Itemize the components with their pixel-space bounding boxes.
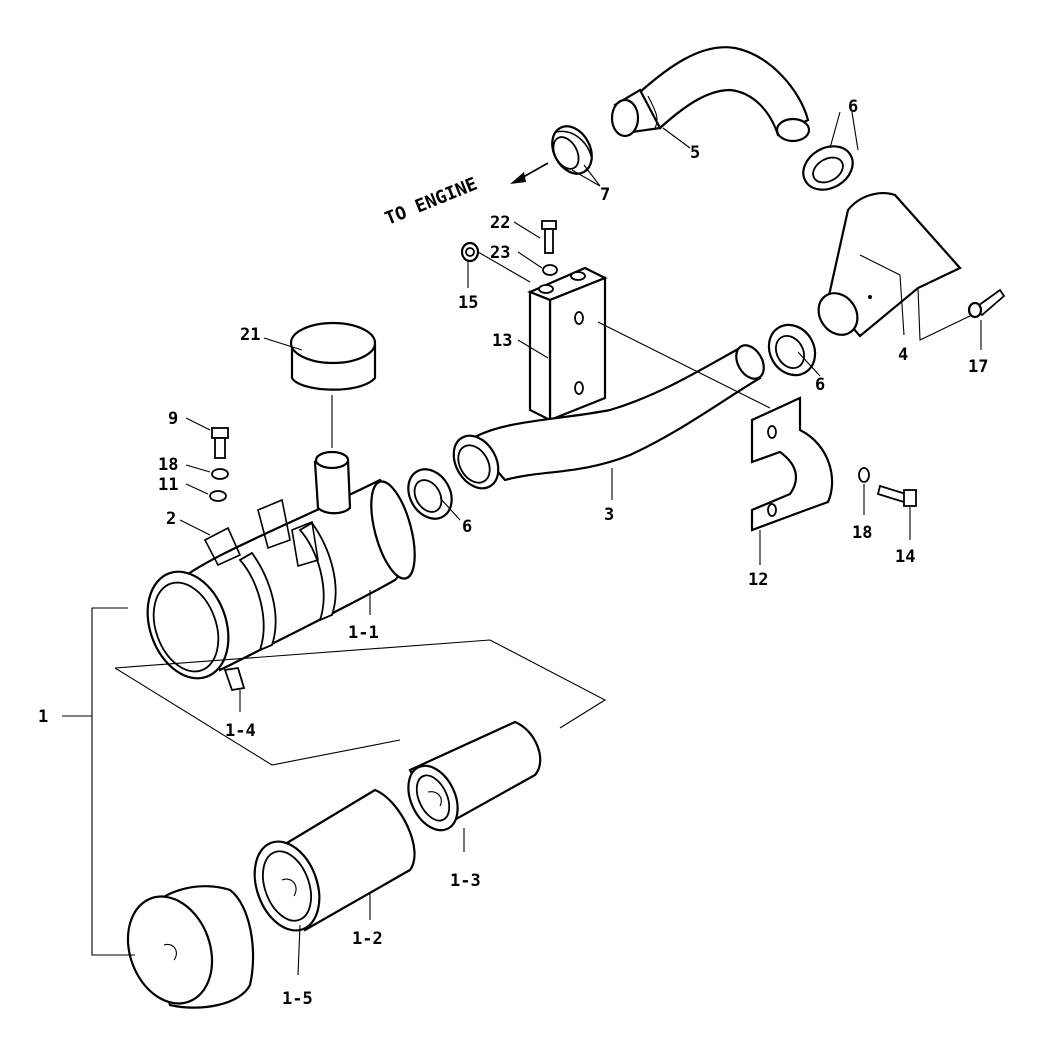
elbow-hose-part-5	[610, 46, 811, 143]
bolt-part-9	[211, 427, 229, 459]
elbow-tube-part-4	[817, 192, 962, 338]
washer-part-23	[542, 264, 558, 276]
label-12: 12	[748, 570, 768, 590]
plug-part-17	[967, 288, 1006, 319]
intake-pipe-part-3	[452, 344, 765, 490]
label-6-top: 6	[848, 97, 858, 117]
label-1: 1	[38, 707, 48, 727]
label-9: 9	[168, 409, 178, 429]
washer-part-18-left	[211, 468, 229, 480]
label-18-left: 18	[158, 455, 178, 475]
mounting-band-part-2	[203, 498, 319, 568]
hose-clamp-part-7	[551, 125, 593, 175]
label-22: 22	[490, 213, 510, 233]
hose-clamp-part-6-low	[407, 468, 453, 520]
air-cleaner-body-part-1-1	[146, 450, 416, 692]
label-6-mid: 6	[815, 375, 825, 395]
label-1-4: 1-4	[225, 721, 256, 741]
to-engine-arrow	[510, 162, 549, 184]
label-5: 5	[690, 143, 700, 163]
clamp-strap-part-12	[750, 396, 834, 532]
outer-element-part-1-2	[253, 788, 416, 932]
label-13: 13	[492, 331, 512, 351]
assembly-bracket-1	[62, 607, 135, 956]
bracket-part-13	[527, 266, 608, 422]
label-21: 21	[240, 325, 260, 345]
label-18-right: 18	[852, 523, 872, 543]
bolt-part-14	[876, 484, 917, 507]
to-engine-label: TO ENGINE	[382, 174, 480, 230]
label-23: 23	[490, 243, 510, 263]
rain-cap-part-21	[289, 321, 377, 391]
label-1-5: 1-5	[282, 989, 313, 1009]
bolt-part-22	[541, 220, 557, 254]
label-15: 15	[458, 293, 478, 313]
label-14: 14	[895, 547, 915, 567]
label-1-2: 1-2	[352, 929, 383, 949]
hose-clamp-part-6-top	[802, 145, 854, 191]
label-2: 2	[166, 509, 176, 529]
label-1-3: 1-3	[450, 871, 481, 891]
label-4: 4	[898, 345, 908, 365]
label-1-1: 1-1	[348, 623, 379, 643]
end-cover-part-1-5	[126, 885, 255, 1009]
leader-lines	[179, 111, 982, 976]
cartridge-group-outline	[114, 639, 607, 766]
label-17: 17	[968, 357, 988, 377]
nut-part-15	[460, 241, 480, 263]
part-labels: 5 6 7 22 23 15 13 4 17 6 21 9 18 11 2 6 …	[38, 97, 988, 1009]
label-7: 7	[600, 185, 610, 205]
hose-clamp-part-6-mid	[767, 323, 817, 377]
label-6-low: 6	[462, 517, 472, 537]
washer-part-11	[209, 490, 227, 502]
washer-part-18-right	[858, 467, 870, 483]
label-3: 3	[604, 505, 614, 525]
label-11: 11	[158, 475, 178, 495]
inner-element-part-1-3	[407, 720, 542, 832]
